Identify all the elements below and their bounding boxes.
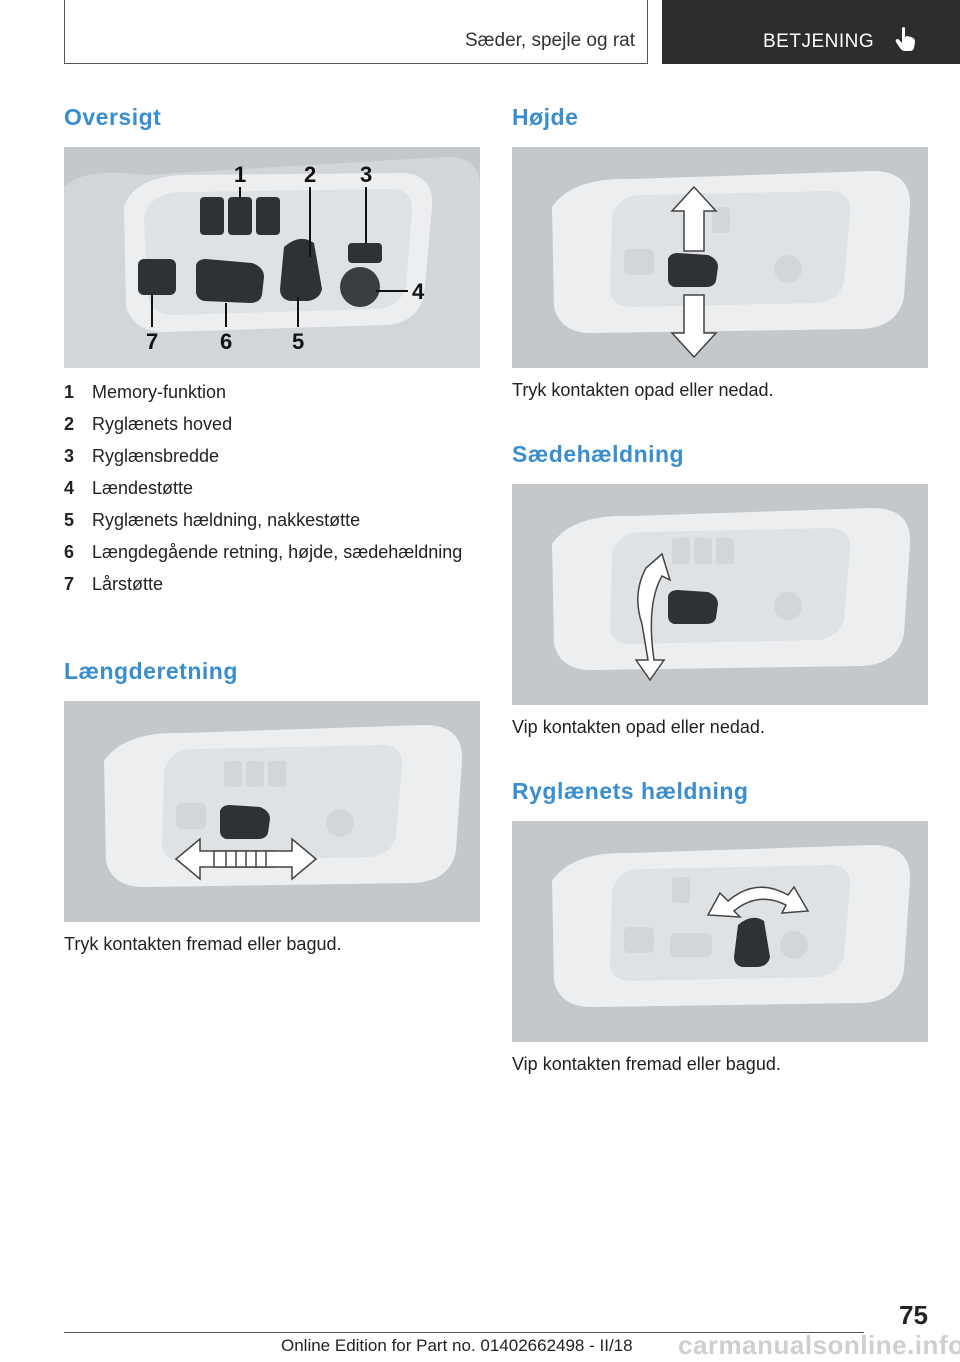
caption-ryglaenets-haeldning: Vip kontakten fremad eller bagud. xyxy=(512,1054,781,1074)
page-number: 75 xyxy=(899,1300,928,1330)
caption-saedehaeldning: Vip kontakten opad eller nedad. xyxy=(512,717,765,737)
caption-laengderetning: Tryk kontakten fremad eller bagud. xyxy=(64,934,342,954)
heading-ryglaenets-haeldning: Ryglænets hældning xyxy=(512,778,749,804)
figure-label-3: 3 xyxy=(360,162,372,187)
header-section-box: Sæder, spejle og rat xyxy=(64,0,648,64)
header-section-title: Sæder, spejle og rat xyxy=(464,30,635,51)
figure-label-1: 1 xyxy=(234,162,246,187)
header-chapter-box: BETJENING xyxy=(662,0,960,64)
caption-hoejde: Tryk kontakten opad eller nedad. xyxy=(512,380,774,400)
heading-saedehaeldning: Sædehældning xyxy=(512,441,685,467)
figure-label-4: 4 xyxy=(412,279,425,304)
figure-seat-controls-overview: 1 2 3 4 5 6 7 xyxy=(64,147,480,368)
header-chapter-title: BETJENING xyxy=(763,31,875,52)
watermark: carmanualsonline.info xyxy=(678,1330,960,1360)
figure-label-2: 2 xyxy=(304,162,316,187)
heading-hoejde: Højde xyxy=(512,104,579,130)
figure-height-adjust xyxy=(512,147,928,368)
figure-backrest-tilt-adjust xyxy=(512,821,928,1042)
footer-edition: Online Edition for Part no. 01402662498 … xyxy=(281,1336,633,1355)
figure-seat-tilt-adjust xyxy=(512,484,928,705)
footer-divider xyxy=(64,1332,864,1333)
figure-longitudinal-adjust xyxy=(64,701,480,922)
figure-label-5: 5 xyxy=(292,329,304,354)
heading-laengderetning: Længderetning xyxy=(64,658,238,684)
hand-pointer-icon xyxy=(895,27,915,51)
heading-oversigt: Oversigt xyxy=(64,104,162,130)
figure-label-6: 6 xyxy=(220,329,232,354)
figure-label-7: 7 xyxy=(146,329,158,354)
